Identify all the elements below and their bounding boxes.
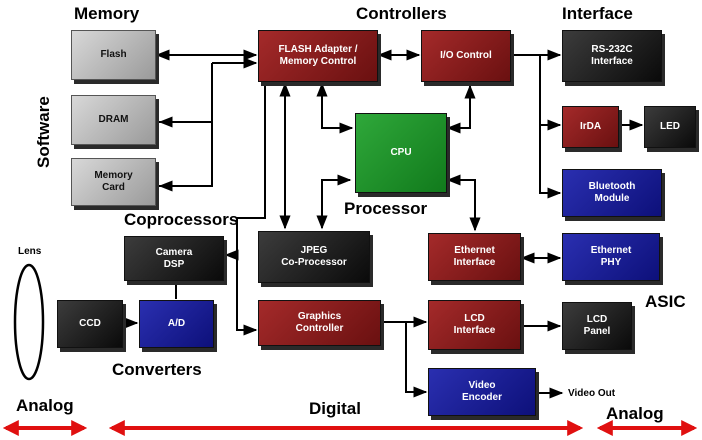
lens-icon bbox=[13, 263, 45, 381]
ethernet-phy-block: Ethernet PHY bbox=[562, 233, 660, 281]
coprocessors-label: Coprocessors bbox=[124, 210, 239, 229]
processor-label: Processor bbox=[344, 199, 428, 218]
video-out-label: Video Out bbox=[568, 388, 616, 399]
memory-bus-line bbox=[157, 121, 213, 187]
cpu-jpeg-arrow bbox=[316, 174, 352, 230]
cpu-block: CPU bbox=[355, 113, 447, 193]
controllers-label: Controllers bbox=[356, 4, 447, 23]
memory-label: Memory bbox=[74, 4, 140, 23]
digital-label: Digital bbox=[309, 399, 361, 418]
cpu-ethernet-arrow bbox=[446, 174, 481, 232]
converters-label: Converters bbox=[112, 360, 202, 379]
analog-left-label: Analog bbox=[16, 396, 74, 415]
io-bluetooth-arrow bbox=[539, 125, 562, 199]
interface-label: Interface bbox=[562, 4, 633, 23]
asic-label: ASIC bbox=[645, 292, 686, 311]
graphics-video-arrow bbox=[405, 322, 428, 398]
adapter-graphics-line bbox=[236, 84, 266, 336]
bluetooth-block: Bluetooth Module bbox=[562, 169, 662, 217]
lens-label: Lens bbox=[18, 246, 42, 257]
camera-dsp-block: Camera DSP bbox=[124, 236, 224, 281]
lcd-panel-block: LCD Panel bbox=[562, 302, 632, 350]
video-encoder-block: Video Encoder bbox=[428, 368, 536, 416]
io-cpu-arrow bbox=[446, 84, 476, 134]
ad-block: A/D bbox=[139, 300, 214, 348]
analog-right-label: Analog bbox=[606, 404, 664, 423]
ccd-block: CCD bbox=[57, 300, 123, 348]
io-irda-arrow bbox=[539, 55, 562, 131]
io-control-block: I/O Control bbox=[421, 30, 511, 82]
lcd-interface-block: LCD Interface bbox=[428, 300, 521, 350]
memory-card-block: Memory Card bbox=[71, 158, 156, 206]
ethernet-interface-block: Ethernet Interface bbox=[428, 233, 521, 281]
rs232c-block: RS-232C Interface bbox=[562, 30, 662, 82]
jpeg-coprocessor-block: JPEG Co-Processor bbox=[258, 231, 370, 283]
adapter-cpu-arrow bbox=[316, 82, 354, 134]
irda-block: IrDA bbox=[562, 106, 619, 148]
dram-block: DRAM bbox=[71, 95, 156, 145]
flash-adapter-block: FLASH Adapter / Memory Control bbox=[258, 30, 378, 82]
led-block: LED bbox=[644, 106, 696, 148]
graphics-controller-block: Graphics Controller bbox=[258, 300, 381, 346]
software-label: Software bbox=[34, 96, 53, 168]
flash-block: Flash bbox=[71, 30, 156, 80]
